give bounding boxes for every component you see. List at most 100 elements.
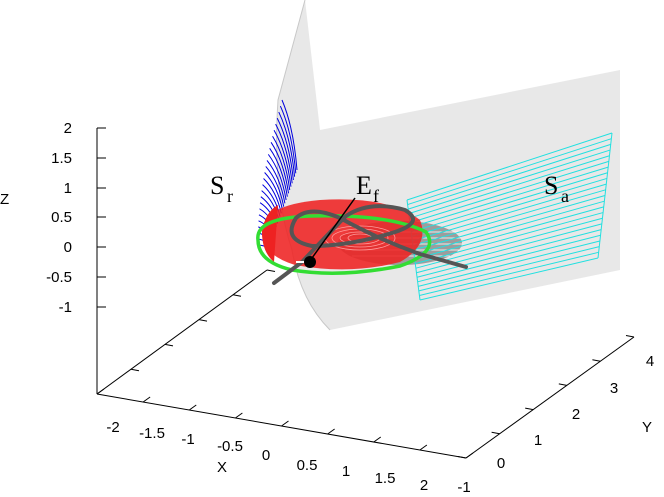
x-tick-label: 1	[342, 463, 350, 480]
y-tick-back	[198, 319, 208, 322]
attracting-surface-line	[418, 246, 600, 292]
x-tick-label: 0.5	[297, 457, 318, 474]
trajectory-curve	[272, 204, 468, 285]
x-tick-label: -1	[181, 431, 194, 448]
repelling-surface-line	[278, 111, 296, 177]
attracting-label-base: S	[544, 171, 558, 200]
fold-equilibrium-point	[304, 256, 316, 268]
x-tick	[142, 396, 151, 403]
attracting-slow-manifold	[406, 132, 613, 301]
attracting-label-sub: a	[561, 186, 569, 206]
z-axis-title: Z	[0, 191, 9, 208]
x-tick	[373, 436, 382, 443]
axis-ticks	[96, 127, 635, 459]
y-tick-label: 3	[610, 380, 618, 397]
y-tick	[558, 383, 567, 386]
fold-pointer-line	[311, 197, 356, 259]
repelling-surface-line	[269, 148, 288, 197]
z-tick-label: -0.5	[46, 269, 72, 286]
x-tick	[465, 452, 474, 459]
fold-label-sub: f	[373, 186, 379, 206]
repelling-label-base: S	[210, 171, 224, 200]
x-tick	[96, 388, 105, 395]
attracting-surface-line	[419, 251, 599, 296]
repelling-surface-line	[281, 99, 298, 171]
attracting-surface-line	[416, 223, 602, 274]
attracting-surface-line	[413, 195, 606, 251]
repelling-manifold-label: S r	[210, 171, 233, 206]
attracting-surface-line	[412, 189, 606, 246]
y-tick	[491, 431, 500, 435]
attracting-surface-line	[419, 257, 599, 301]
x-tick	[327, 428, 335, 435]
attracting-surface-line	[418, 240, 601, 287]
repelling-surface-line	[266, 160, 286, 204]
y-axis-title: Y	[642, 419, 652, 436]
axes-frame	[96, 128, 635, 459]
x-axis-title: X	[217, 459, 227, 476]
x-tick-label: -0.5	[217, 438, 243, 455]
repelling-surface-line	[276, 117, 294, 181]
x-tick-labels: -2 -1.5 -1 -0.5 0 0.5 1 1.5 2	[106, 419, 428, 494]
attracting-surface-line	[407, 138, 612, 206]
repelling-surface-line	[267, 154, 287, 201]
y-tick-label: 1	[534, 432, 542, 449]
z-tick-label: 2	[64, 120, 72, 137]
y-tick	[592, 359, 601, 362]
y-tick-back	[232, 294, 242, 297]
x-tick-label: 2	[420, 477, 428, 494]
z-tick-label: 0	[64, 239, 72, 256]
x-tick-label: -2	[106, 419, 119, 436]
attracting-surface-line	[413, 200, 605, 256]
attracting-surface-line	[415, 212, 604, 265]
attracting-surface-line	[408, 149, 611, 215]
attracting-surface-line	[411, 177, 608, 237]
attracting-surface-line	[412, 183, 607, 242]
x-tick	[188, 404, 197, 411]
y-tick-back	[164, 343, 174, 347]
y-tick-label: 2	[572, 406, 580, 423]
attracting-surface-line	[416, 229, 602, 278]
z-tick-label: 0.5	[51, 209, 72, 226]
repelling-surface-line	[270, 142, 290, 194]
x-tick-label: 0	[262, 447, 270, 464]
y-tick-label: 0	[497, 455, 505, 472]
attracting-surface-line	[410, 166, 609, 228]
attracting-surface-line	[417, 234, 601, 283]
attracting-surface-edge	[597, 132, 613, 259]
attracting-surface-line	[409, 160, 609, 224]
y-tick-back	[130, 368, 140, 372]
y-tick-label: 4	[646, 353, 654, 370]
z-tick-labels: 2 1.5 1 0.5 0 -0.5 -1	[46, 120, 72, 316]
critical-manifold	[276, 0, 620, 331]
fold-label-base: E	[356, 171, 372, 200]
z-tick-label: -1	[59, 299, 72, 316]
repelling-surface-line	[264, 172, 283, 211]
y-tick-back	[266, 269, 276, 272]
x-tick	[235, 412, 243, 419]
repelling-surface-line	[272, 135, 291, 191]
x-tick-label: -1.5	[139, 425, 165, 442]
fold-point-label: E f	[356, 171, 379, 206]
x-tick	[419, 444, 428, 451]
y-tick-labels: -1 0 1 2 3 4	[457, 353, 654, 496]
attracting-surface-line	[409, 155, 610, 219]
repelling-label-sub: r	[227, 186, 233, 206]
attracting-manifold-label: S a	[544, 171, 569, 206]
attracting-surface-line	[406, 132, 613, 201]
repelling-surface-line	[265, 166, 285, 207]
x-tick	[281, 420, 289, 427]
repelling-surface-line	[279, 105, 297, 174]
repelling-surface-line	[273, 129, 292, 187]
attracting-surface-line	[408, 143, 611, 210]
repelling-surface-line	[275, 123, 293, 184]
attracting-surface-line	[414, 206, 604, 260]
y-tick	[457, 456, 467, 459]
y-tick-label: -1	[457, 479, 470, 496]
x-tick-label: 1.5	[375, 470, 396, 487]
y-tick	[525, 407, 534, 411]
z-tick-label: 1	[64, 180, 72, 197]
z-tick-label: 1.5	[51, 150, 72, 167]
attracting-surface-line	[410, 172, 608, 233]
